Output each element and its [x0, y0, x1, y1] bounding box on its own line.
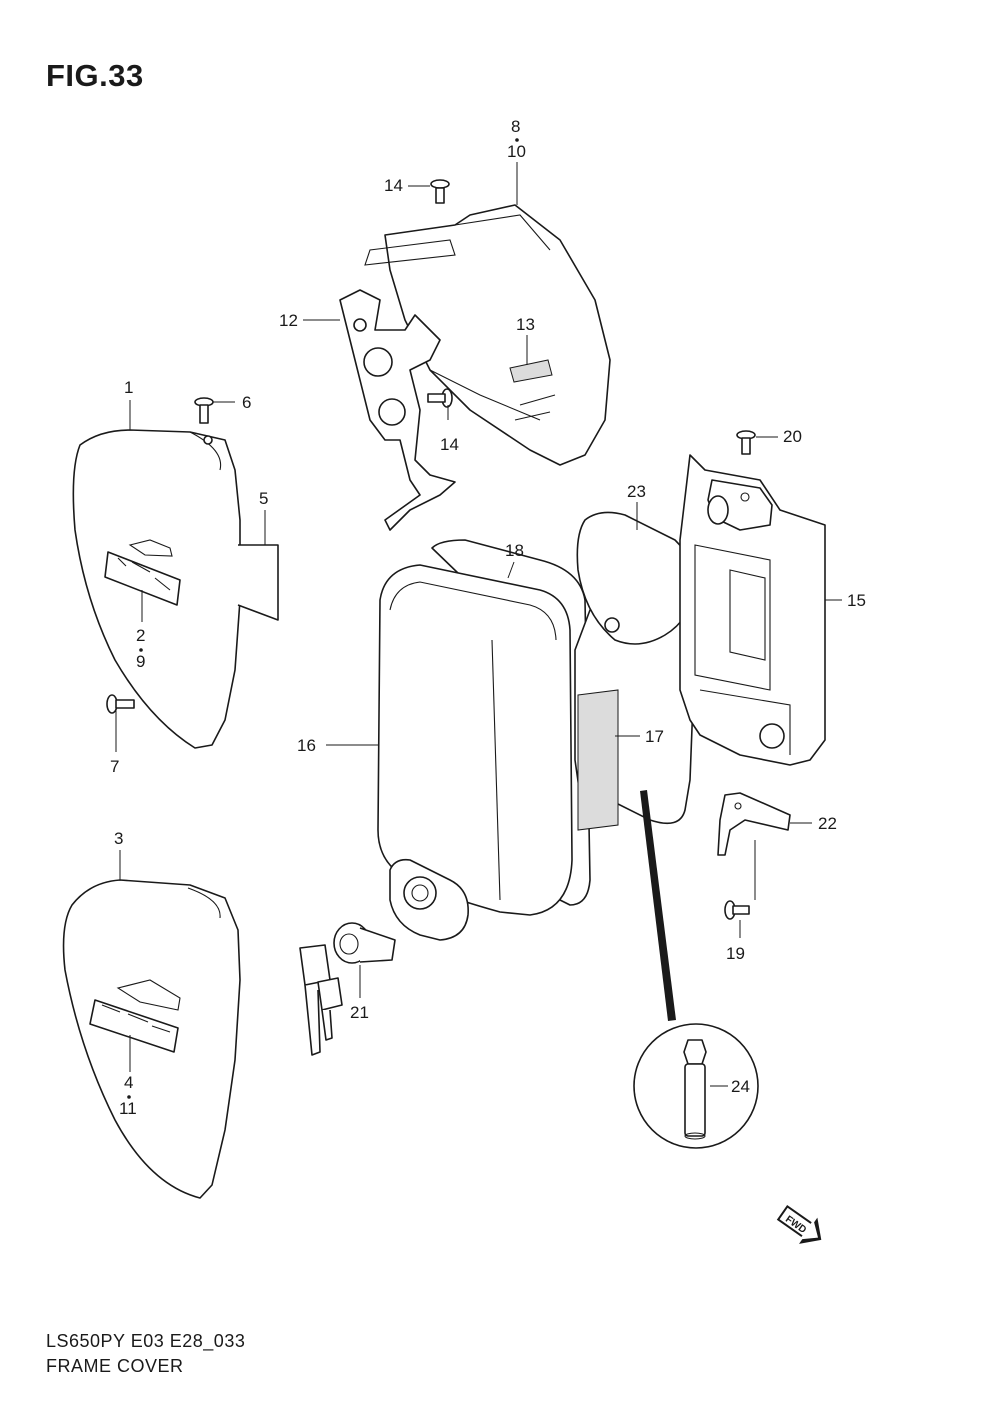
callout-separator-dot [139, 648, 143, 652]
tool-bag [574, 599, 696, 831]
model-code: LS650PY E03 E28_033 [46, 1331, 246, 1351]
leader-lines [115, 162, 842, 1087]
key-lock-set [299, 922, 396, 1056]
lock-housing [389, 858, 469, 941]
fwd-direction-marker: FWD [776, 1205, 822, 1244]
callout-7: 7 [110, 757, 119, 776]
callout-21: 21 [350, 1003, 369, 1022]
callout-19: 19 [726, 944, 745, 963]
left-frame-cover-upper [72, 429, 241, 749]
callout-22: 22 [818, 814, 837, 833]
callout-6: 6 [242, 393, 251, 412]
callout-labels: 8 10 14 12 13 14 1 6 5 2 9 7 3 4 11 18 1… [110, 117, 866, 1118]
detail-circle-24 [633, 790, 759, 1149]
section-name: FRAME COVER [46, 1356, 184, 1376]
callout-9: 9 [136, 652, 145, 671]
frame-cover-bracket [339, 239, 456, 531]
callout-12: 12 [279, 311, 298, 330]
screw-14-lower [427, 388, 453, 408]
callout-16: 16 [297, 736, 316, 755]
callout-14-lower: 14 [440, 435, 459, 454]
screw-20 [736, 430, 756, 455]
callout-8: 8 [511, 117, 520, 136]
pad-5 [237, 544, 279, 621]
callout-18: 18 [505, 541, 524, 560]
clip-22 [717, 792, 791, 856]
callout-3: 3 [114, 829, 123, 848]
callout-20: 20 [783, 427, 802, 446]
callout-2: 2 [136, 626, 145, 645]
screw-6 [194, 397, 214, 424]
callout-23: 23 [627, 482, 646, 501]
callout-11: 11 [119, 1099, 137, 1118]
figure-title: FIG.33 [46, 58, 144, 93]
emblem-650-lower [89, 979, 181, 1053]
callout-13: 13 [516, 315, 535, 334]
callout-separator-dot [127, 1095, 131, 1099]
left-frame-cover-lower [62, 879, 241, 1199]
callout-5: 5 [259, 489, 268, 508]
callout-separator-dot [515, 138, 519, 142]
battery-holder-plate [679, 454, 826, 766]
callout-1: 1 [124, 378, 133, 397]
callout-4: 4 [124, 1073, 133, 1092]
callout-17: 17 [645, 727, 664, 746]
callout-24: 24 [731, 1077, 750, 1096]
side-cover-23 [576, 511, 699, 645]
screw-14-upper [430, 179, 450, 204]
emblem-650 [104, 539, 181, 606]
callout-14-upper: 14 [384, 176, 403, 195]
callout-15: 15 [847, 591, 866, 610]
callout-10: 10 [507, 142, 526, 161]
screw-7 [106, 694, 135, 714]
screw-19 [724, 900, 750, 920]
battery-box-lid [377, 564, 573, 916]
